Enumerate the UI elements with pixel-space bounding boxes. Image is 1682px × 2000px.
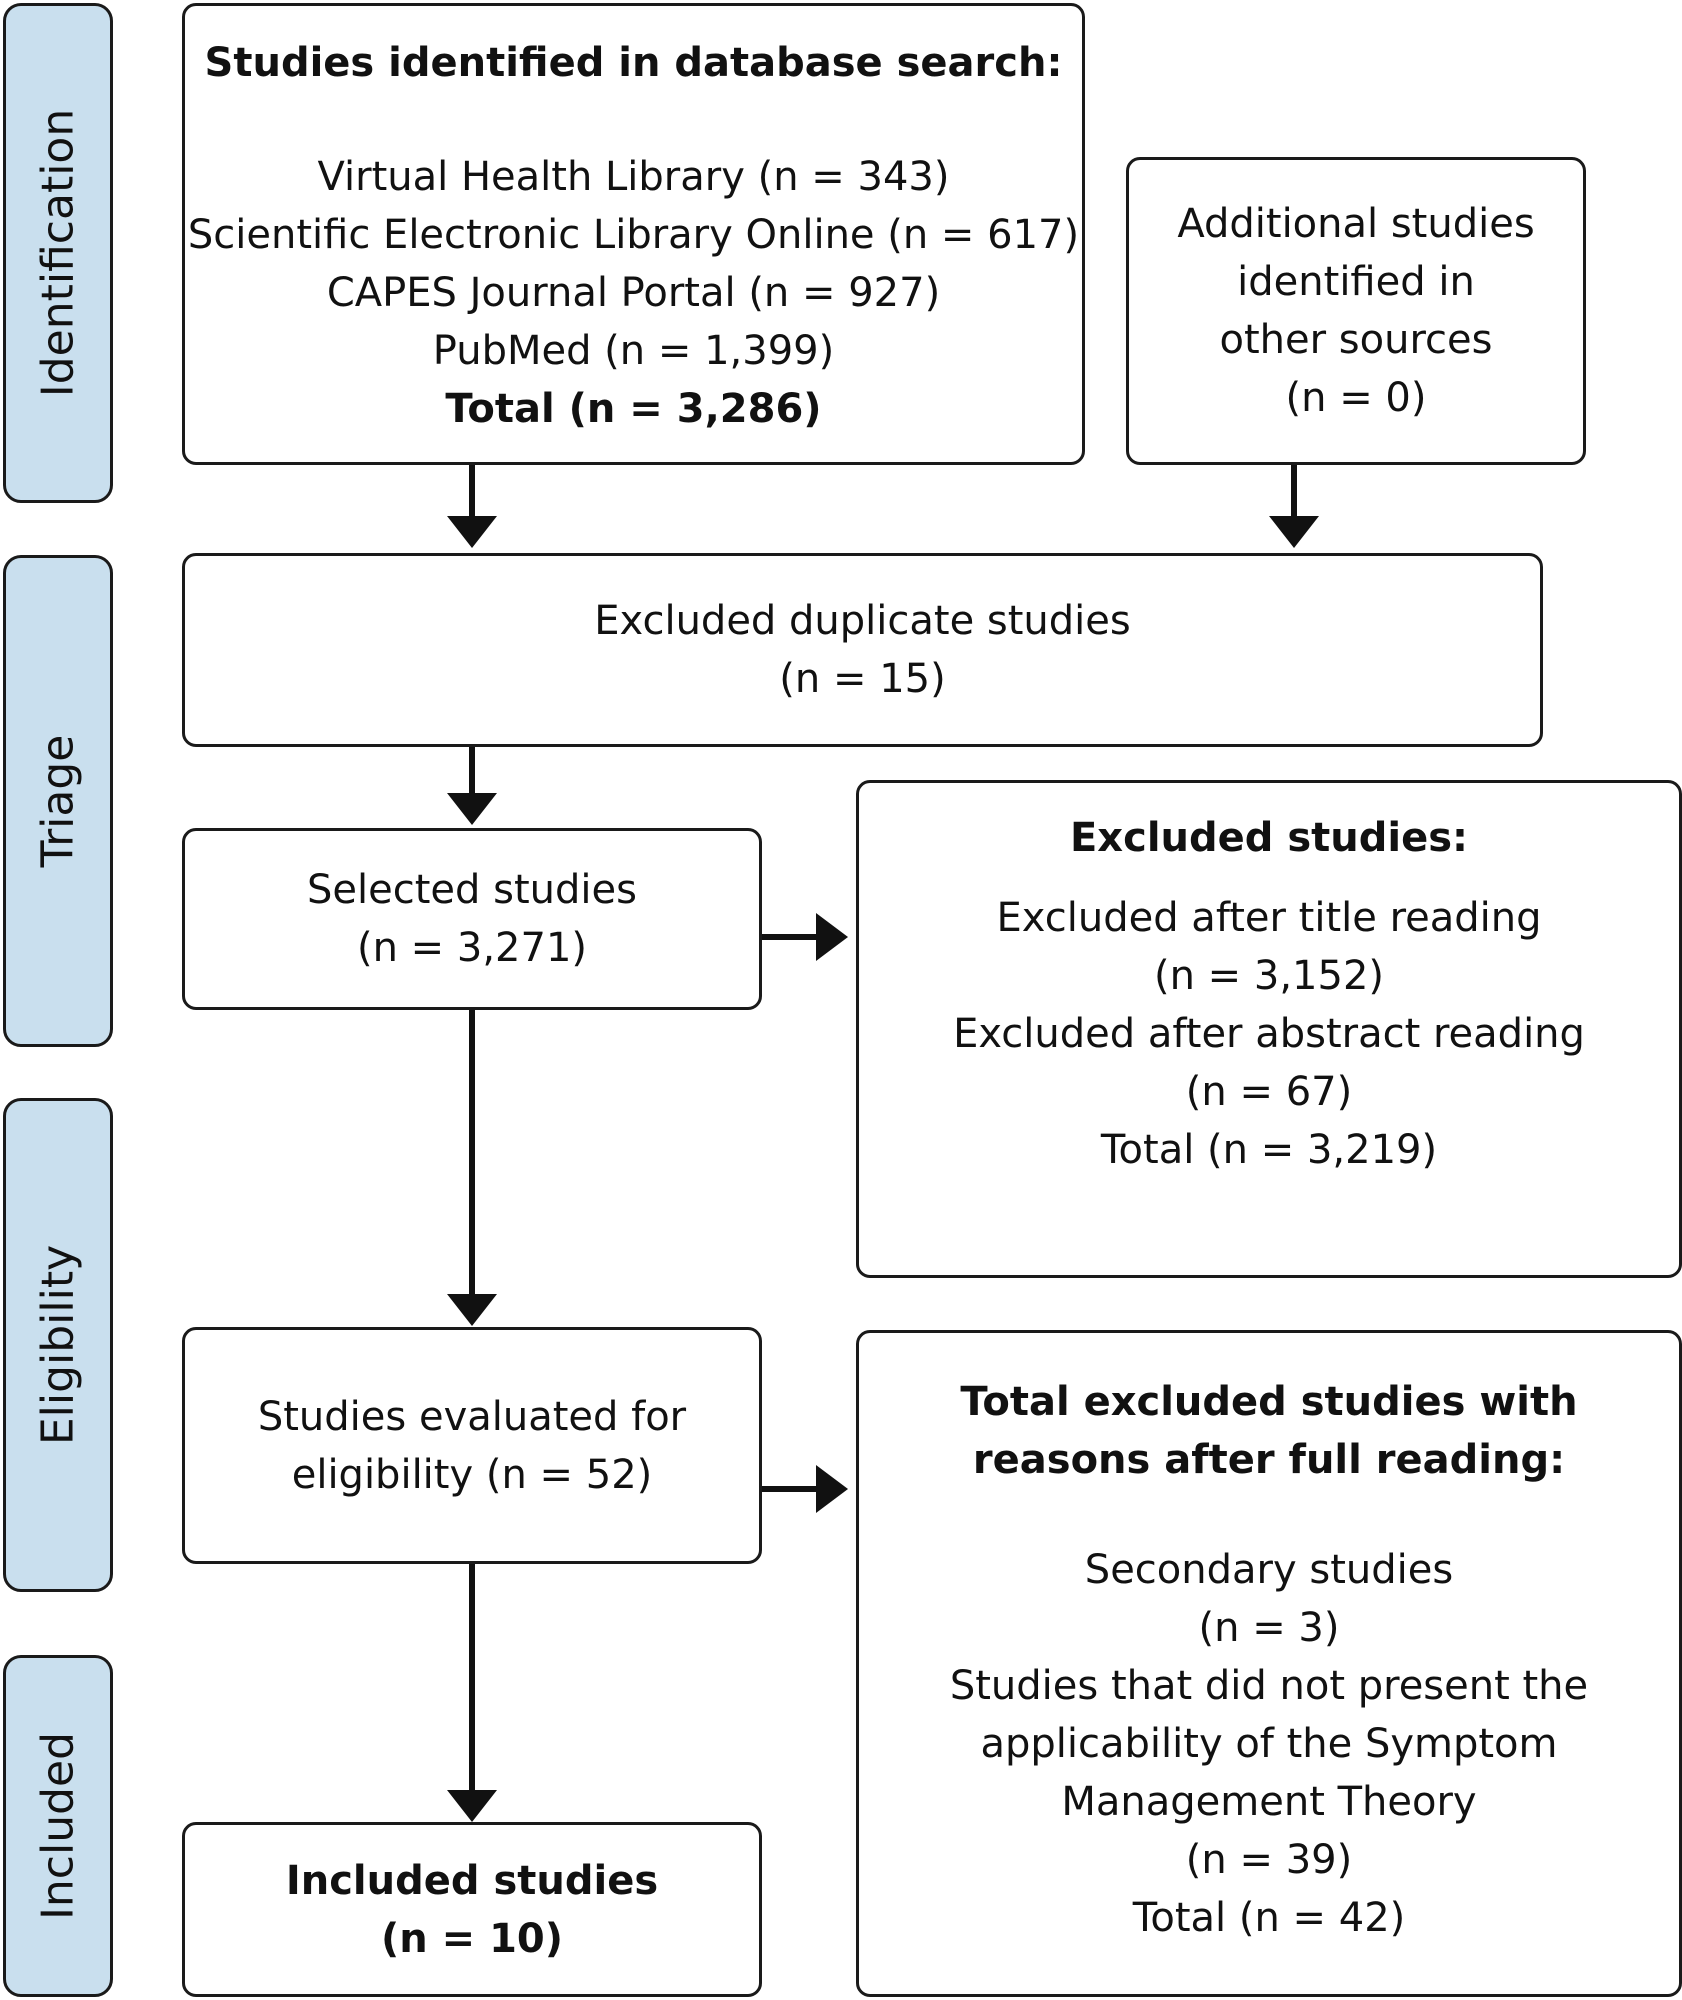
source-line: CAPES Journal Portal (n = 927) [326,270,941,316]
source-line: Virtual Health Library (n = 343) [317,154,950,200]
included-line: Included studies [285,1857,659,1904]
full-reading-title: Total excluded studies with [960,1379,1578,1425]
duplicates-line: (n = 15) [779,656,946,702]
phase-identification: Identification [3,3,113,503]
eligibility-line: eligibility (n = 52) [291,1451,653,1498]
included-line: (n = 10) [380,1915,564,1962]
source-line: Scientific Electronic Library Online (n … [187,212,1080,258]
full-reading-excluded-box: Total excluded studies with reasons afte… [856,1330,1682,1997]
additional-sources-box: Additional studies identified in other s… [1126,157,1586,465]
selected-line: Selected studies [307,867,637,913]
identification-total: Total (n = 3,286) [445,386,822,432]
full-reading-line: Total (n = 42) [1132,1895,1406,1941]
excluded-line: (n = 67) [1185,1069,1353,1115]
duplicates-line: Excluded duplicate studies [594,598,1131,644]
excluded-line: (n = 3,152) [1153,953,1385,999]
full-reading-line: Studies that did not present the [949,1663,1589,1709]
phase-eligibility: Eligibility [3,1098,113,1592]
excluded-studies-box: Excluded studies: Excluded after title r… [856,780,1682,1278]
arrow-right-icon [762,1465,848,1513]
full-reading-line: (n = 3) [1198,1605,1340,1651]
source-line: PubMed (n = 1,399) [432,328,835,374]
excluded-line: Excluded after title reading [996,895,1542,941]
arrow-down-icon [1269,465,1319,548]
arrow-down-icon [447,1564,497,1822]
selected-studies-box: Selected studies (n = 3,271) [182,828,762,1010]
additional-line: Additional studies [1177,201,1535,247]
eligibility-box: Studies evaluated for eligibility (n = 5… [182,1327,762,1564]
additional-line: (n = 0) [1285,375,1427,421]
phase-triage: Triage [3,555,113,1047]
arrow-down-icon [447,465,497,548]
duplicates-box: Excluded duplicate studies (n = 15) [182,553,1543,747]
database-search-title: Studies identified in database search: [204,40,1063,86]
included-studies-box: Included studies (n = 10) [182,1822,762,1997]
arrow-right-icon [762,913,848,961]
database-search-box: Studies identified in database search: V… [182,3,1085,465]
full-reading-title: reasons after full reading: [972,1437,1566,1483]
additional-line: other sources [1219,317,1493,363]
arrow-down-icon [447,1010,497,1326]
full-reading-line: (n = 39) [1185,1837,1353,1883]
excluded-line: Total (n = 3,219) [1100,1127,1438,1173]
excluded-title: Excluded studies: [1069,815,1469,861]
arrow-down-icon [447,747,497,825]
full-reading-line: Management Theory [1061,1779,1477,1825]
additional-line: identified in [1237,259,1475,305]
phase-included: Included [3,1655,113,1997]
full-reading-line: applicability of the Symptom [980,1721,1558,1767]
full-reading-line: Secondary studies [1084,1547,1454,1593]
excluded-line: Excluded after abstract reading [953,1011,1585,1057]
selected-line: (n = 3,271) [356,925,588,971]
eligibility-line: Studies evaluated for [257,1393,687,1440]
